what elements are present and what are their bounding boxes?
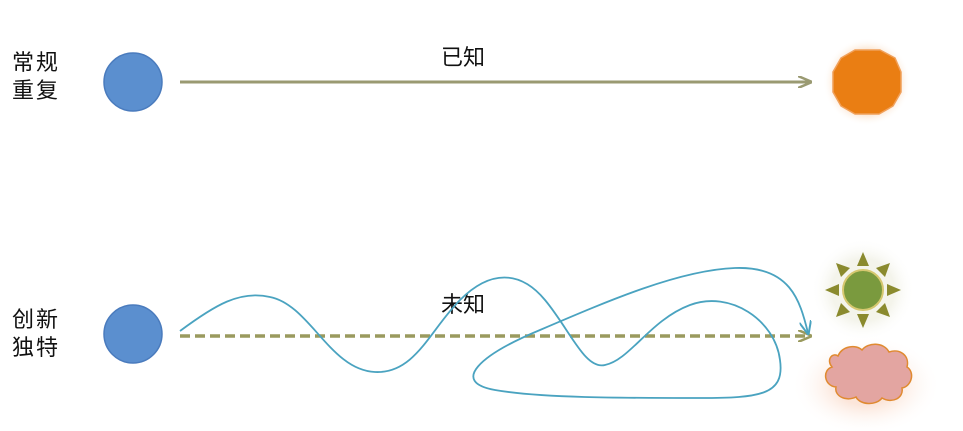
start-node-icon xyxy=(103,304,163,364)
creative-label-line2: 独特 xyxy=(12,336,61,361)
start-node-icon xyxy=(103,52,163,112)
creative-label-line1: 创新 xyxy=(12,308,61,333)
exploration-path xyxy=(179,267,808,399)
routine-label-line1: 常规 xyxy=(12,51,61,76)
sun-icon xyxy=(825,252,901,328)
known-label: 已知 xyxy=(441,46,486,71)
octagon-outcome-icon xyxy=(832,49,902,115)
routine-label: 常规 重复 xyxy=(12,50,60,106)
cloud-icon xyxy=(824,343,913,405)
routine-label-line2: 重复 xyxy=(12,79,61,104)
creative-label: 创新 独特 xyxy=(12,307,60,363)
